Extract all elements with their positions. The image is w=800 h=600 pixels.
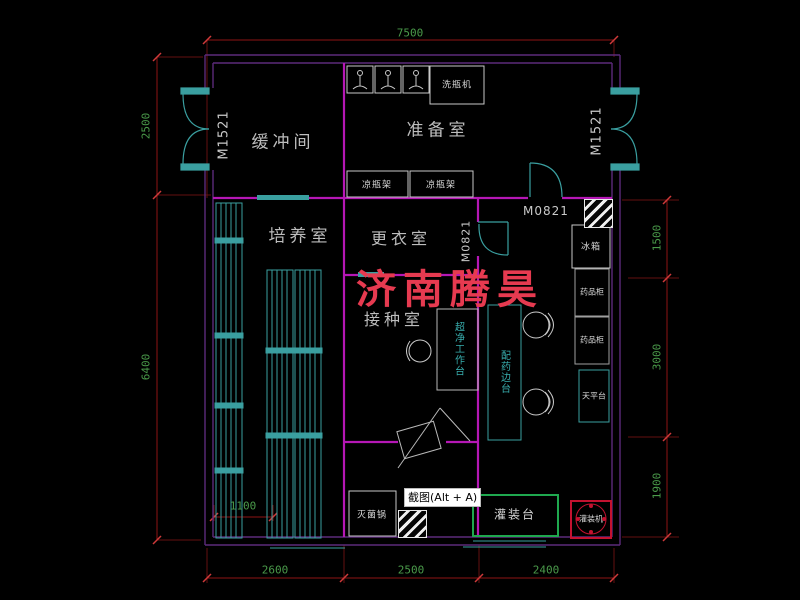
- clean-bench-label: 超净工作台: [452, 321, 464, 377]
- dim-bottom-2500: 2500: [397, 563, 425, 577]
- dispensing-bench-box: [487, 304, 522, 441]
- chairs: [406, 311, 554, 416]
- door-label-m1521-left: M1521: [216, 110, 232, 160]
- door-mid-m0821: [478, 221, 509, 256]
- hatch-mark-top-right: [584, 199, 613, 228]
- fridge-label: 冰箱: [580, 242, 602, 253]
- room-label-prep: 准备室: [406, 120, 470, 141]
- dispensing-bench-label: 配药边台: [498, 350, 510, 394]
- filling-table-box: [472, 494, 559, 537]
- door-label-m0821-top: M0821: [523, 204, 569, 218]
- filling-machine-label: 灌装机: [579, 514, 603, 524]
- sterilizer-label: 灭菌锅: [356, 510, 388, 521]
- dim-bottom-2600: 2600: [261, 563, 289, 577]
- door-label-m1521-right: M1521: [589, 106, 605, 156]
- medicine-cabinet-1-box: [574, 268, 610, 317]
- medicine-cabinet-2-label: 药品柜: [580, 335, 604, 345]
- bottle-rack-2-label: 凉瓶架: [425, 180, 457, 191]
- sterilizer-box: [348, 490, 397, 537]
- dimension-ticks: [152, 35, 672, 583]
- door-left-double: [180, 87, 210, 171]
- screenshot-tooltip[interactable]: 截图(Alt + A): [404, 488, 482, 507]
- room-label-inoculation: 接种室: [363, 310, 425, 329]
- dim-left-6400: 6400: [139, 353, 153, 381]
- balance-table-label: 天平台: [582, 391, 606, 401]
- bottle-rack-2-box: [409, 170, 474, 198]
- door-label-m0821-mid: M0821: [459, 219, 473, 263]
- dim-right-3000: 3000: [650, 343, 664, 371]
- clean-bench-box: [436, 308, 479, 391]
- door-bottom-open: [396, 407, 471, 469]
- dim-bottom-2400: 2400: [532, 563, 560, 577]
- dim-left-2500: 2500: [139, 112, 153, 140]
- room-label-culture: 培养室: [268, 226, 332, 247]
- balance-table-box: [578, 369, 610, 423]
- dim-right-1900: 1900: [650, 472, 664, 500]
- medicine-cabinet-1-label: 药品柜: [580, 287, 604, 297]
- culture-racks: [214, 202, 546, 549]
- dim-top-7500: 7500: [396, 26, 424, 40]
- dim-inner-1100: 1100: [229, 499, 257, 513]
- door-top-m0821: [529, 162, 563, 198]
- pass-through-windows: [257, 195, 384, 277]
- watermark-text: 济南腾昊: [356, 267, 544, 313]
- filling-machine-symbol: [570, 500, 612, 539]
- bottle-rack-1-box: [346, 170, 409, 198]
- bottle-rack-1-label: 凉瓶架: [361, 180, 393, 191]
- door-right-double: [610, 87, 640, 171]
- sink-units: [346, 65, 430, 94]
- filling-table-label: 灌装台: [493, 507, 537, 522]
- room-label-changing: 更衣室: [370, 229, 432, 248]
- room-label-buffer: 缓冲间: [251, 132, 315, 153]
- hatch-mark-bottom: [398, 510, 427, 538]
- medicine-cabinet-2-box: [574, 316, 610, 365]
- dimension-lines: [156, 39, 679, 583]
- bottle-washer-box: [429, 65, 485, 105]
- dim-right-1500: 1500: [650, 224, 664, 252]
- bottle-washer-label: 洗瓶机: [441, 80, 473, 91]
